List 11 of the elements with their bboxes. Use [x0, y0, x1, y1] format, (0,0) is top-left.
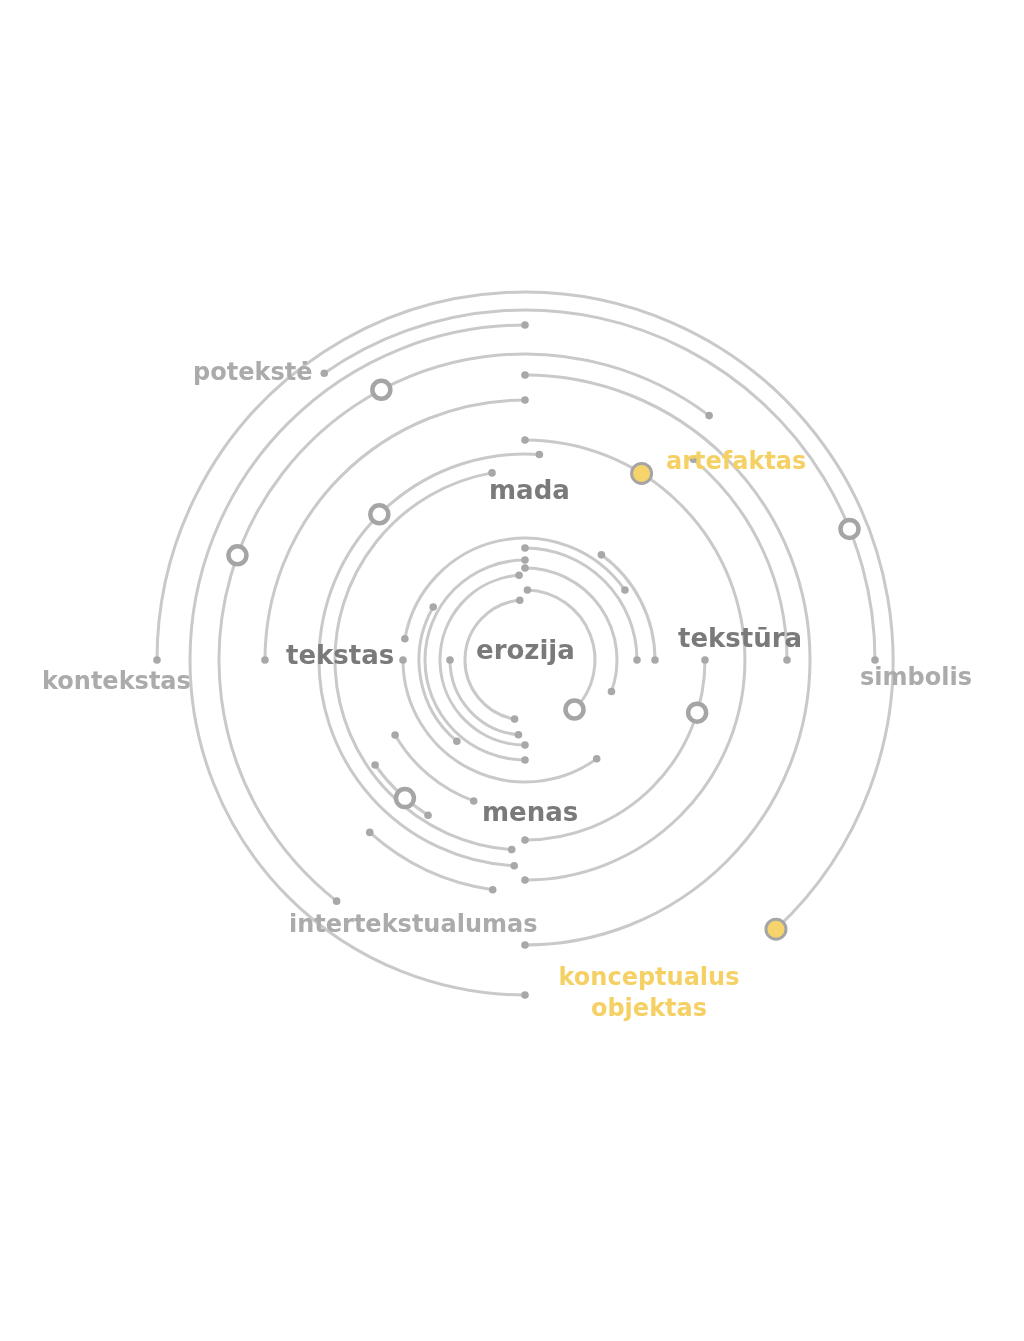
concept-label: intertekstualumas [289, 909, 538, 939]
concept-label: tekstūra [678, 622, 803, 655]
concept-label: erozija [476, 634, 575, 667]
concept-label: kontekstas [42, 666, 191, 696]
concept-label: artefaktas [666, 446, 807, 476]
concept-label: tekstas [286, 639, 395, 672]
concept-label: simbolis [860, 662, 972, 692]
concept-label: mada [489, 474, 570, 507]
concept-label: potekstė [193, 357, 313, 387]
concept-label: menas [482, 796, 579, 829]
concept-label: konceptualus objektas [557, 962, 741, 1025]
